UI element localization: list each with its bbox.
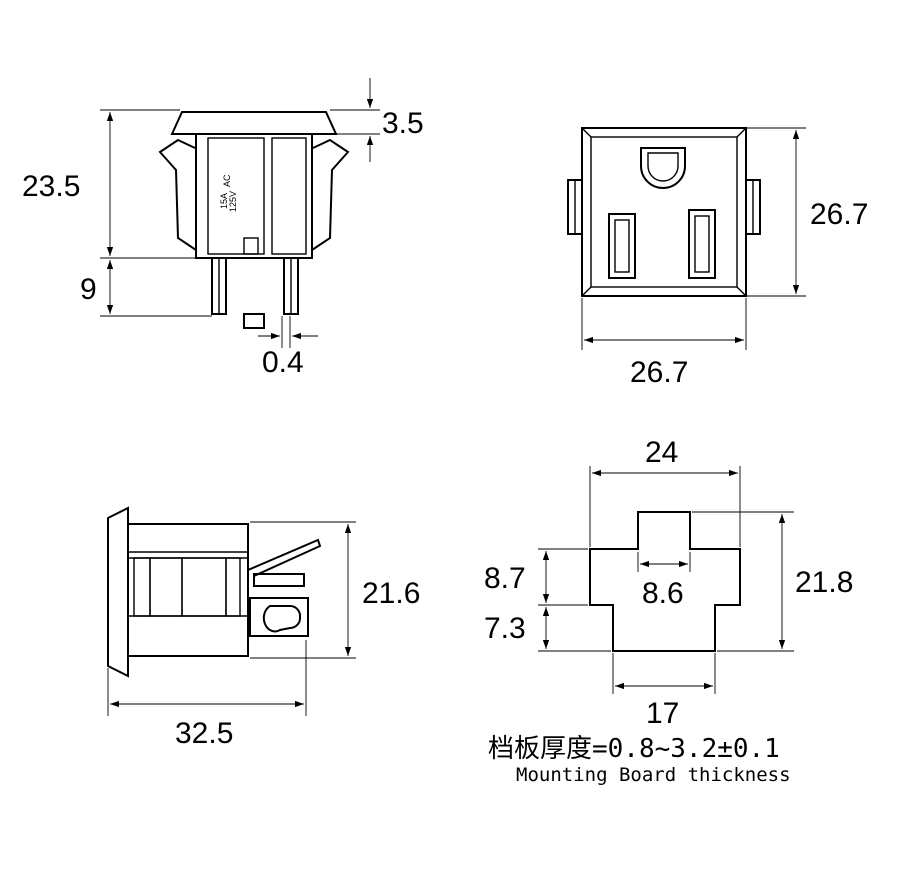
dim-flange-thickness: 3.5 [382, 107, 424, 140]
dim-body-height: 21.6 [362, 577, 420, 610]
board-thickness-note-en: Mounting Board thickness [516, 764, 791, 786]
dim-pin-length: 9 [80, 273, 97, 306]
side-view: 15A 125V AC [158, 111, 350, 329]
top-view-dimensions [107, 521, 356, 716]
dim-cutout-inner-width: 8.6 [642, 577, 684, 610]
rating-ac: AC [222, 174, 232, 187]
front-view [567, 127, 761, 297]
panel-cutout [589, 511, 741, 652]
side-view-dimensions [100, 78, 380, 348]
ground-hole [640, 147, 686, 189]
rating-voltage: 125V [228, 191, 238, 212]
dim-cutout-height: 21.8 [795, 566, 853, 599]
dim-body-length: 32.5 [175, 717, 233, 750]
dim-cutout-lower-step: 7.3 [484, 612, 526, 645]
dim-front-height: 26.7 [810, 198, 868, 231]
board-thickness-note-cn: 档板厚度=0.8~3.2±0.1 [488, 734, 780, 764]
rating-label: 15A 125V AC [219, 174, 238, 212]
dim-cutout-width: 24 [645, 436, 678, 469]
dim-side-total-height: 23.5 [22, 170, 80, 203]
dim-pin-thickness: 0.4 [262, 346, 304, 379]
dim-cutout-upper-step: 8.7 [484, 562, 526, 595]
dim-front-width: 26.7 [630, 356, 688, 389]
top-view [107, 506, 322, 678]
dim-cutout-bottom-width: 17 [646, 697, 679, 730]
rating-current: 15A [219, 193, 229, 209]
cutout-dimensions [538, 466, 794, 694]
front-view-dimensions [581, 127, 806, 350]
neutral-slot [608, 213, 636, 279]
hot-slot [688, 209, 716, 279]
